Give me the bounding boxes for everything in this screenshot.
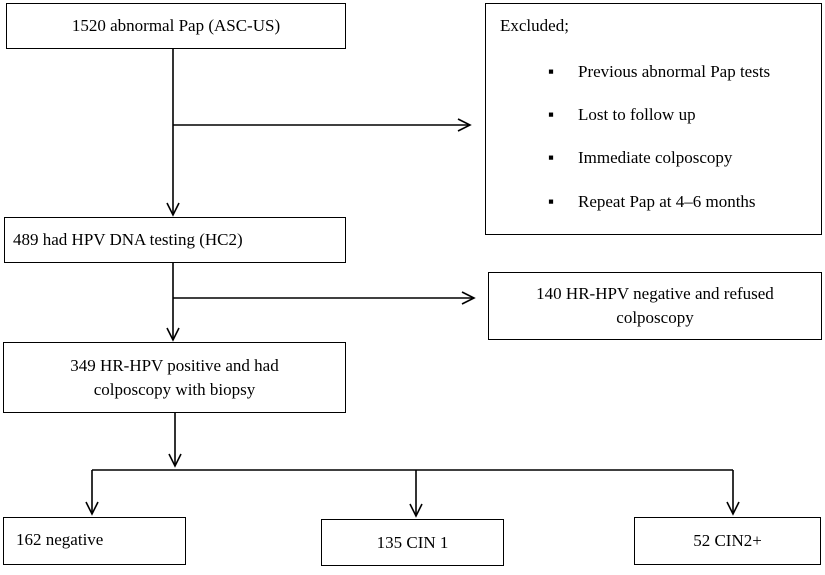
excluded-item-label: Immediate colposcopy	[578, 148, 733, 167]
hr-positive-label-line2: colposcopy with biopsy	[93, 379, 256, 399]
cin2plus-label: 52 CIN2+	[693, 531, 762, 550]
bullet-square-icon: ▪	[548, 148, 555, 167]
cin1-label: 135 CIN 1	[376, 532, 449, 552]
abnormal-pap-label: 1520 abnormal Pap (ASC-US)	[71, 16, 281, 35]
hr-negative-label-line1: 140 HR-HPV negative and refused	[536, 284, 774, 303]
hpv-testing-label: 489 had HPV DNA testing (HC2)	[13, 230, 243, 249]
cin1-box: 135 CIN 1	[321, 519, 504, 566]
cin2plus-box: 52 CIN2+	[634, 517, 821, 565]
negative-box: 162 negative	[3, 517, 186, 565]
bullet-square-icon: ▪	[548, 192, 555, 211]
hr-negative-box: 140 HR-HPV negative and refused colposco…	[488, 272, 822, 340]
excluded-title: Excluded;	[500, 16, 569, 35]
hr-positive-label-line1: 349 HR-HPV positive and had	[70, 355, 279, 375]
bullet-square-icon: ▪	[548, 62, 555, 81]
bullet-square-icon: ▪	[548, 105, 555, 124]
negative-label: 162 negative	[16, 530, 104, 549]
hr-negative-label-line2: colposcopy	[616, 308, 694, 327]
hpv-testing-box: 489 had HPV DNA testing (HC2)	[4, 217, 346, 263]
excluded-item-label: Lost to follow up	[578, 105, 696, 124]
excluded-item-label: Repeat Pap at 4–6 months	[578, 192, 756, 211]
abnormal-pap-box: 1520 abnormal Pap (ASC-US)	[6, 3, 346, 49]
excluded-item-label: Previous abnormal Pap tests	[578, 62, 771, 81]
excluded-box: Excluded; ▪ Previous abnormal Pap tests …	[485, 3, 822, 235]
hr-positive-box: 349 HR-HPV positive and had colposcopy w…	[3, 342, 346, 413]
